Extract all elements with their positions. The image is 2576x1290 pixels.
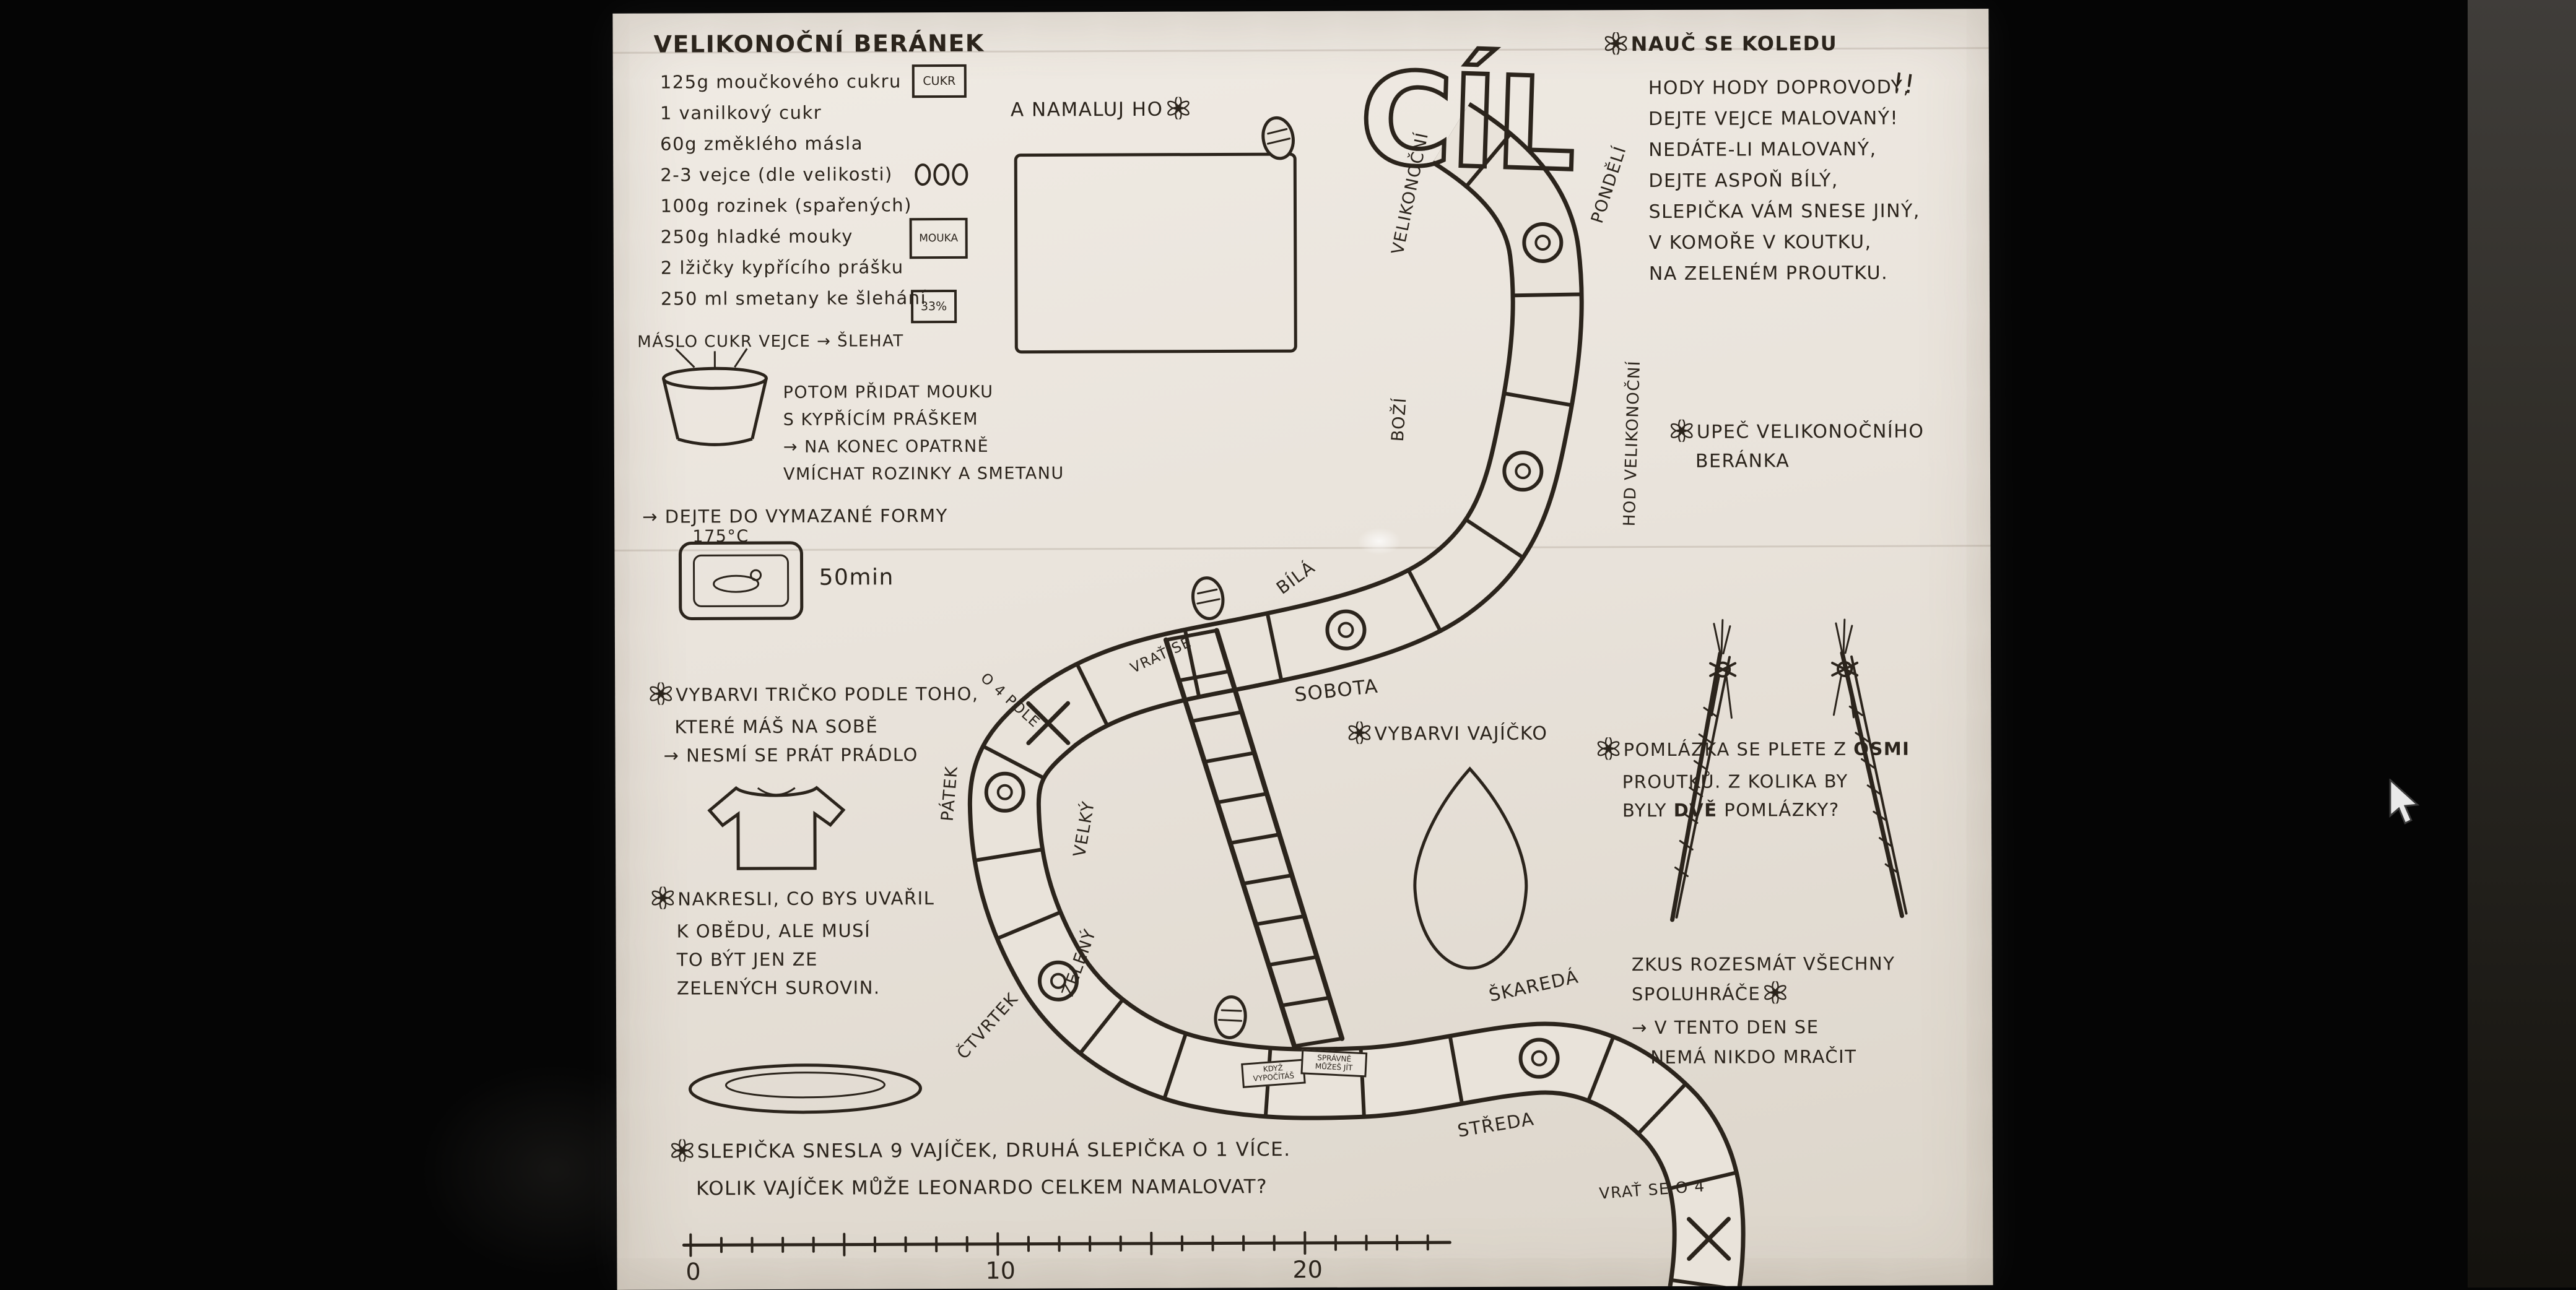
flour-box-icon: MOUKA bbox=[910, 218, 968, 259]
big-egg-outline bbox=[1414, 769, 1526, 969]
recipe-item: 2-3 vejce (dle velikosti) bbox=[660, 158, 926, 190]
game-board-paper: 0 10 20 VELIKONOČNÍ BERÁNEK 125g moučkovéh… bbox=[612, 9, 1993, 1290]
pomlazka-task: POMLÁZKA SE PLETE Z OSMI PROUTKŮ. Z KOLI… bbox=[1593, 735, 1910, 825]
flash-glare bbox=[1357, 527, 1401, 555]
goal-label: CÍL bbox=[1357, 45, 1576, 200]
board-mini-card-1: KDYŽ VYPOČÍTÁŠ bbox=[1241, 1058, 1306, 1088]
flower-icon bbox=[1764, 981, 1786, 1012]
egg-drawing-box bbox=[1016, 154, 1295, 352]
form-instruction: → DEJTE DO VYMAZANÉ FORMY bbox=[642, 505, 948, 527]
flower-icon bbox=[651, 887, 674, 917]
recipe-item: 100g rozinek (spařených) bbox=[660, 189, 926, 221]
hen-riddle: SLEPIČKA SNESLA 9 VAJÍČEK, DRUHÁ SLEPIČK… bbox=[668, 1133, 1291, 1206]
flower-icon bbox=[1167, 97, 1189, 124]
flower-icon bbox=[1597, 737, 1619, 768]
add-flour-instruction: POTOM PŘIDAT MOUKU S KYPŘÍCÍM PRÁŠKEM → … bbox=[783, 378, 1064, 488]
oven-drawing bbox=[680, 543, 801, 619]
recipe-item: 125g moučkového cukru bbox=[660, 66, 926, 97]
svg-text:0: 0 bbox=[685, 1258, 700, 1285]
oven-temperature: 175°C bbox=[692, 527, 749, 546]
sugar-box-icon: CUKR bbox=[912, 64, 967, 98]
board-mini-card-2: SPRÁVNĚ MŮŽEŠ JÍT bbox=[1300, 1049, 1367, 1077]
mouse-cursor bbox=[2389, 779, 2427, 827]
bake-time: 50min bbox=[819, 565, 894, 590]
recipe-title: VELIKONOČNÍ BERÁNEK bbox=[654, 30, 985, 58]
paint-task: A NAMALUJ HO bbox=[1011, 97, 1193, 125]
flower-icon bbox=[1671, 420, 1693, 447]
mix-instruction: MÁSLO CUKR VEJCE → ŠLEHAT bbox=[637, 332, 904, 352]
tshirt-task: VYBARVI TRIČKO PODLE TOHO, KTERÉ MÁŠ NA … bbox=[646, 680, 979, 770]
carol-title: NAUČ SE KOLEDU bbox=[1601, 32, 1838, 59]
carol-exclamation: !! bbox=[1891, 67, 1917, 100]
goal-sign: CÍL bbox=[1352, 38, 1624, 201]
recipe-item: 2 lžičky kypřícího prášku bbox=[661, 251, 926, 283]
recipe-item: 250g hladké mouky bbox=[661, 220, 926, 252]
svg-text:10: 10 bbox=[985, 1257, 1016, 1284]
tshirt-drawing bbox=[710, 788, 843, 869]
number-line: 0 10 20 bbox=[684, 1232, 1450, 1285]
carol-text: HODY HODY DOPROVODY, DEJTE VEJCE MALOVAN… bbox=[1648, 72, 1921, 290]
baking-powder-icon: 33% bbox=[911, 290, 957, 323]
mixing-bowl-drawing bbox=[663, 348, 767, 445]
plate-drawing bbox=[690, 1065, 920, 1112]
flower-icon bbox=[1605, 32, 1627, 59]
recipe-item: 1 vanilkový cukr bbox=[660, 97, 926, 128]
bake-task: UPEČ VELIKONOČNÍHO BERÁNKA bbox=[1667, 418, 1925, 476]
recipe-item: 250 ml smetany ke šlehání bbox=[661, 282, 926, 314]
board-label-bozi: BOŽÍ bbox=[1388, 397, 1411, 443]
svg-text:20: 20 bbox=[1292, 1256, 1323, 1283]
laugh-task: ZKUS ROZESMÁT VŠECHNY SPOLUHRÁČE → V TEN… bbox=[1632, 949, 1895, 1072]
flower-icon bbox=[1348, 722, 1370, 749]
flower-icon bbox=[650, 683, 672, 713]
egg-task: VYBARVI VAJÍČKO bbox=[1344, 721, 1547, 749]
recipe-list: 125g moučkového cukru 1 vanilkový cukr 6… bbox=[660, 66, 927, 314]
screen-edge-reflection bbox=[2468, 0, 2576, 1288]
lunch-task: NAKRESLI, CO BYS UVAŘIL K OBĚDU, ALE MUS… bbox=[648, 884, 935, 1003]
flower-icon bbox=[671, 1138, 694, 1172]
recipe-item: 60g změklého másla bbox=[660, 128, 926, 159]
